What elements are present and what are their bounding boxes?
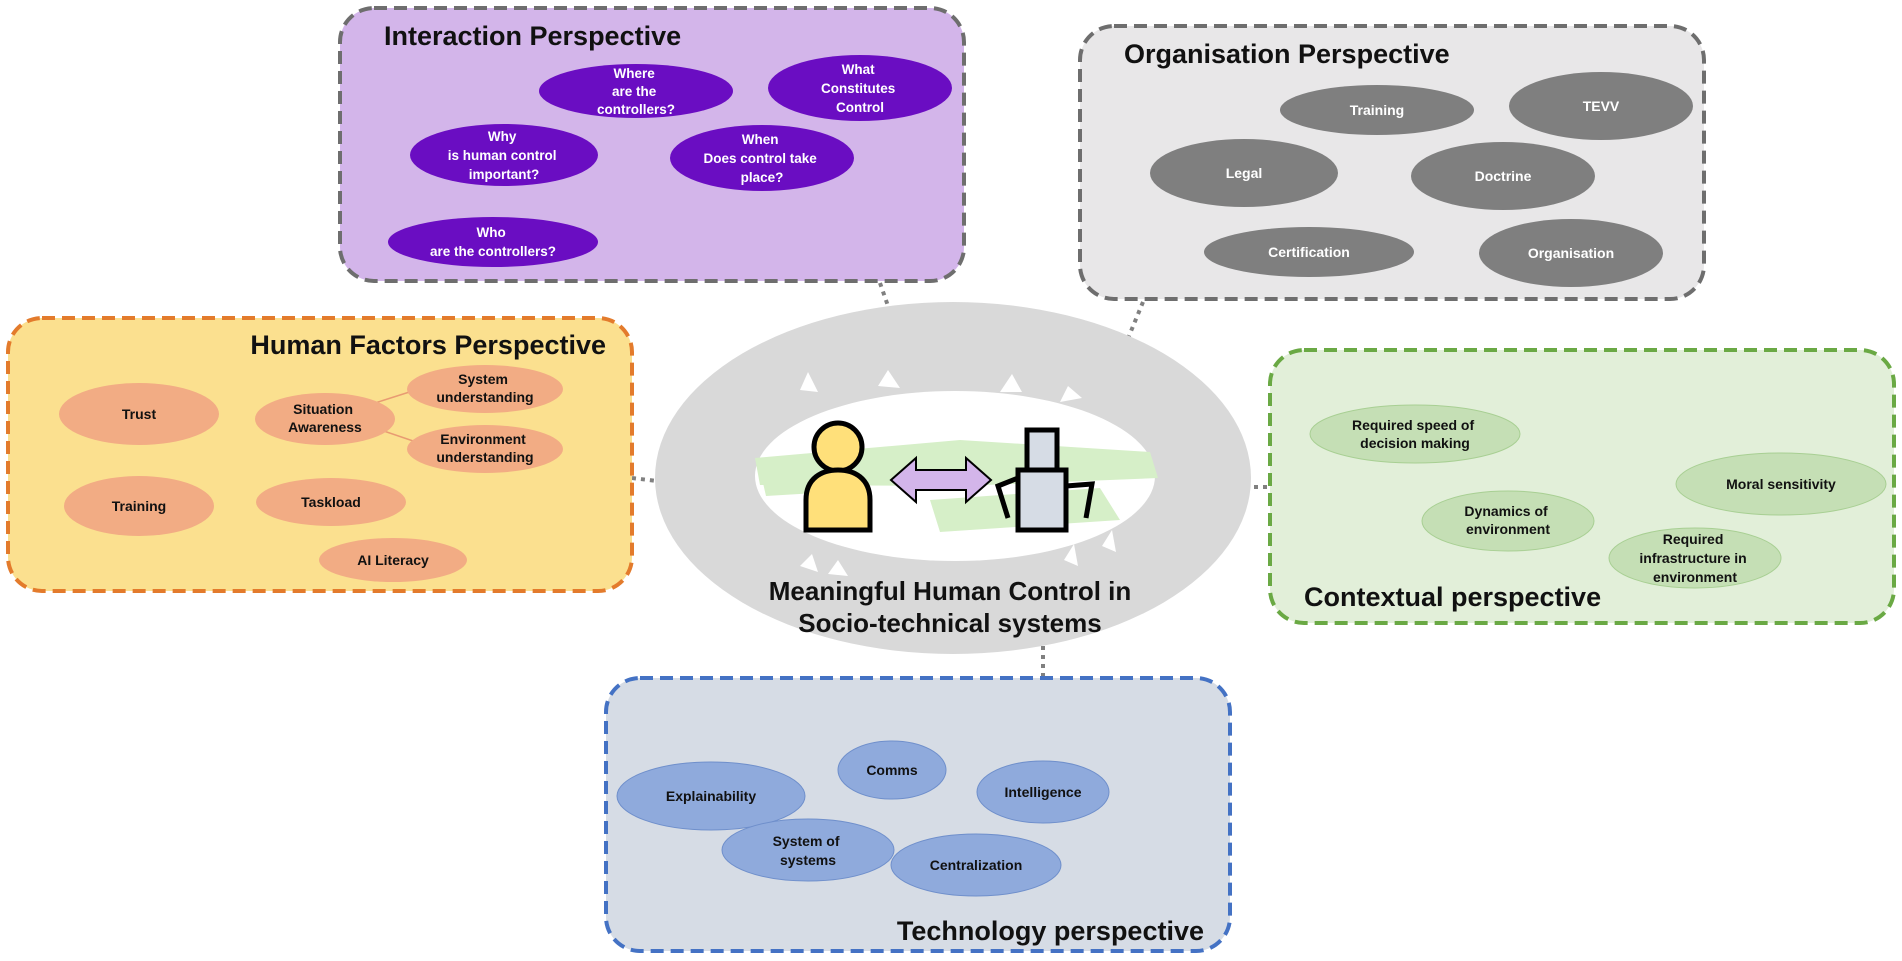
node-training: Training: [1280, 85, 1474, 135]
node-dynamics-of-environment: Dynamics of environment: [1421, 490, 1595, 552]
svg-text:Training: Training: [1350, 102, 1404, 118]
svg-text:AI Literacy: AI Literacy: [357, 552, 429, 568]
svg-text:Required speed of deci: Required speed of decision making: [1352, 417, 1478, 451]
svg-text:Who are the controller: Who are the controllers?: [430, 225, 556, 259]
node-environment-understanding: Environment understanding: [407, 425, 563, 473]
node-required-speed: Required speed of decision making: [1309, 404, 1521, 464]
svg-text:Trust: Trust: [122, 406, 157, 422]
svg-text:Situation Awareness: Situation Awareness: [288, 401, 362, 435]
svg-text:Dynamics of environmen: Dynamics of environment: [1464, 503, 1551, 537]
svg-text:Doctrine: Doctrine: [1475, 168, 1532, 184]
node-ai-literacy: AI Literacy: [319, 538, 467, 582]
node-centralization: Centralization: [890, 833, 1062, 897]
center-title-line2: Socio-technical systems: [798, 608, 1101, 638]
panel-title: Human Factors Perspective: [250, 330, 606, 360]
svg-text:Certification: Certification: [1268, 244, 1350, 260]
panel-title: Technology perspective: [897, 916, 1204, 946]
node-comms: Comms: [837, 740, 947, 800]
node-taskload: Taskload: [256, 478, 406, 526]
svg-text:System understanding: System understanding: [436, 371, 533, 405]
node-system-of-systems: System of systems: [721, 818, 895, 882]
svg-text:Organisation: Organisation: [1528, 245, 1614, 261]
socio-technical-system: Meaningful Human Control in Socio-techni…: [655, 302, 1251, 654]
svg-text:Taskload: Taskload: [301, 494, 361, 510]
node-doctrine: Doctrine: [1411, 142, 1595, 210]
node-moral-sensitivity: Moral sensitivity: [1675, 452, 1887, 516]
svg-text:Centralization: Centralization: [930, 857, 1023, 873]
interaction-perspective-panel: Interaction Perspective Where are the co…: [338, 6, 966, 283]
svg-text:TEVV: TEVV: [1583, 98, 1620, 114]
svg-text:Comms: Comms: [866, 762, 918, 778]
contextual-perspective-panel: Contextual perspective Required speed of…: [1268, 348, 1896, 625]
svg-text:Moral sensitivity: Moral sensitivity: [1726, 476, 1836, 492]
node-explainability: Explainability: [616, 761, 806, 831]
robot-icon: [994, 427, 1096, 533]
svg-text:Intelligence: Intelligence: [1004, 784, 1081, 800]
node-trust: Trust: [59, 383, 219, 445]
human-icon: [803, 420, 873, 533]
node-situation-awareness: Situation Awareness: [255, 393, 395, 445]
svg-text:Legal: Legal: [1226, 165, 1263, 181]
organisation-perspective-panel: Organisation Perspective Training TEVV L…: [1078, 24, 1706, 301]
node-organisation: Organisation: [1479, 219, 1663, 287]
node-tevv: TEVV: [1509, 72, 1693, 140]
node-when: When Does control take place?: [670, 125, 854, 191]
svg-text:Training: Training: [112, 498, 166, 514]
node-who: Who are the controllers?: [388, 217, 598, 267]
svg-text:System of systems: System of systems: [773, 833, 844, 868]
svg-text:When Does control take: When Does control take place?: [703, 132, 820, 185]
svg-text:Where are the: Where are the controllers?: [597, 66, 675, 117]
center-title-line1: Meaningful Human Control in: [769, 576, 1132, 606]
technology-perspective-panel: Technology perspective Comms Explainabil…: [604, 676, 1232, 953]
svg-text:Required infrastructur: Required infrastructure in environment: [1639, 531, 1750, 585]
panel-title: Contextual perspective: [1304, 582, 1601, 612]
double-arrow-icon: [889, 455, 993, 505]
node-what: What Constitutes Control: [768, 55, 952, 121]
svg-text:What Constitutes: What Constitutes Control: [821, 62, 899, 115]
human-factors-perspective-panel: Human Factors Perspective Trust Situatio…: [6, 316, 634, 593]
svg-text:Environment understand: Environment understanding: [436, 431, 533, 465]
node-system-understanding: System understanding: [407, 365, 563, 413]
panel-frame: [604, 676, 1232, 953]
node-intelligence: Intelligence: [976, 760, 1110, 824]
panel-title: Interaction Perspective: [384, 21, 681, 51]
ring-arrow-heads: [800, 370, 1116, 576]
panel-title: Organisation Perspective: [1124, 39, 1450, 69]
node-certification: Certification: [1204, 227, 1414, 277]
node-why: Why is human control important?: [410, 124, 598, 186]
node-required-infrastructure: Required infrastructure in environment: [1608, 527, 1782, 589]
node-where: Where are the controllers?: [539, 64, 733, 118]
svg-text:Explainability: Explainability: [666, 788, 756, 804]
node-legal: Legal: [1150, 139, 1338, 207]
svg-text:Why is human control: Why is human control important?: [448, 129, 561, 182]
node-training: Training: [64, 476, 214, 536]
